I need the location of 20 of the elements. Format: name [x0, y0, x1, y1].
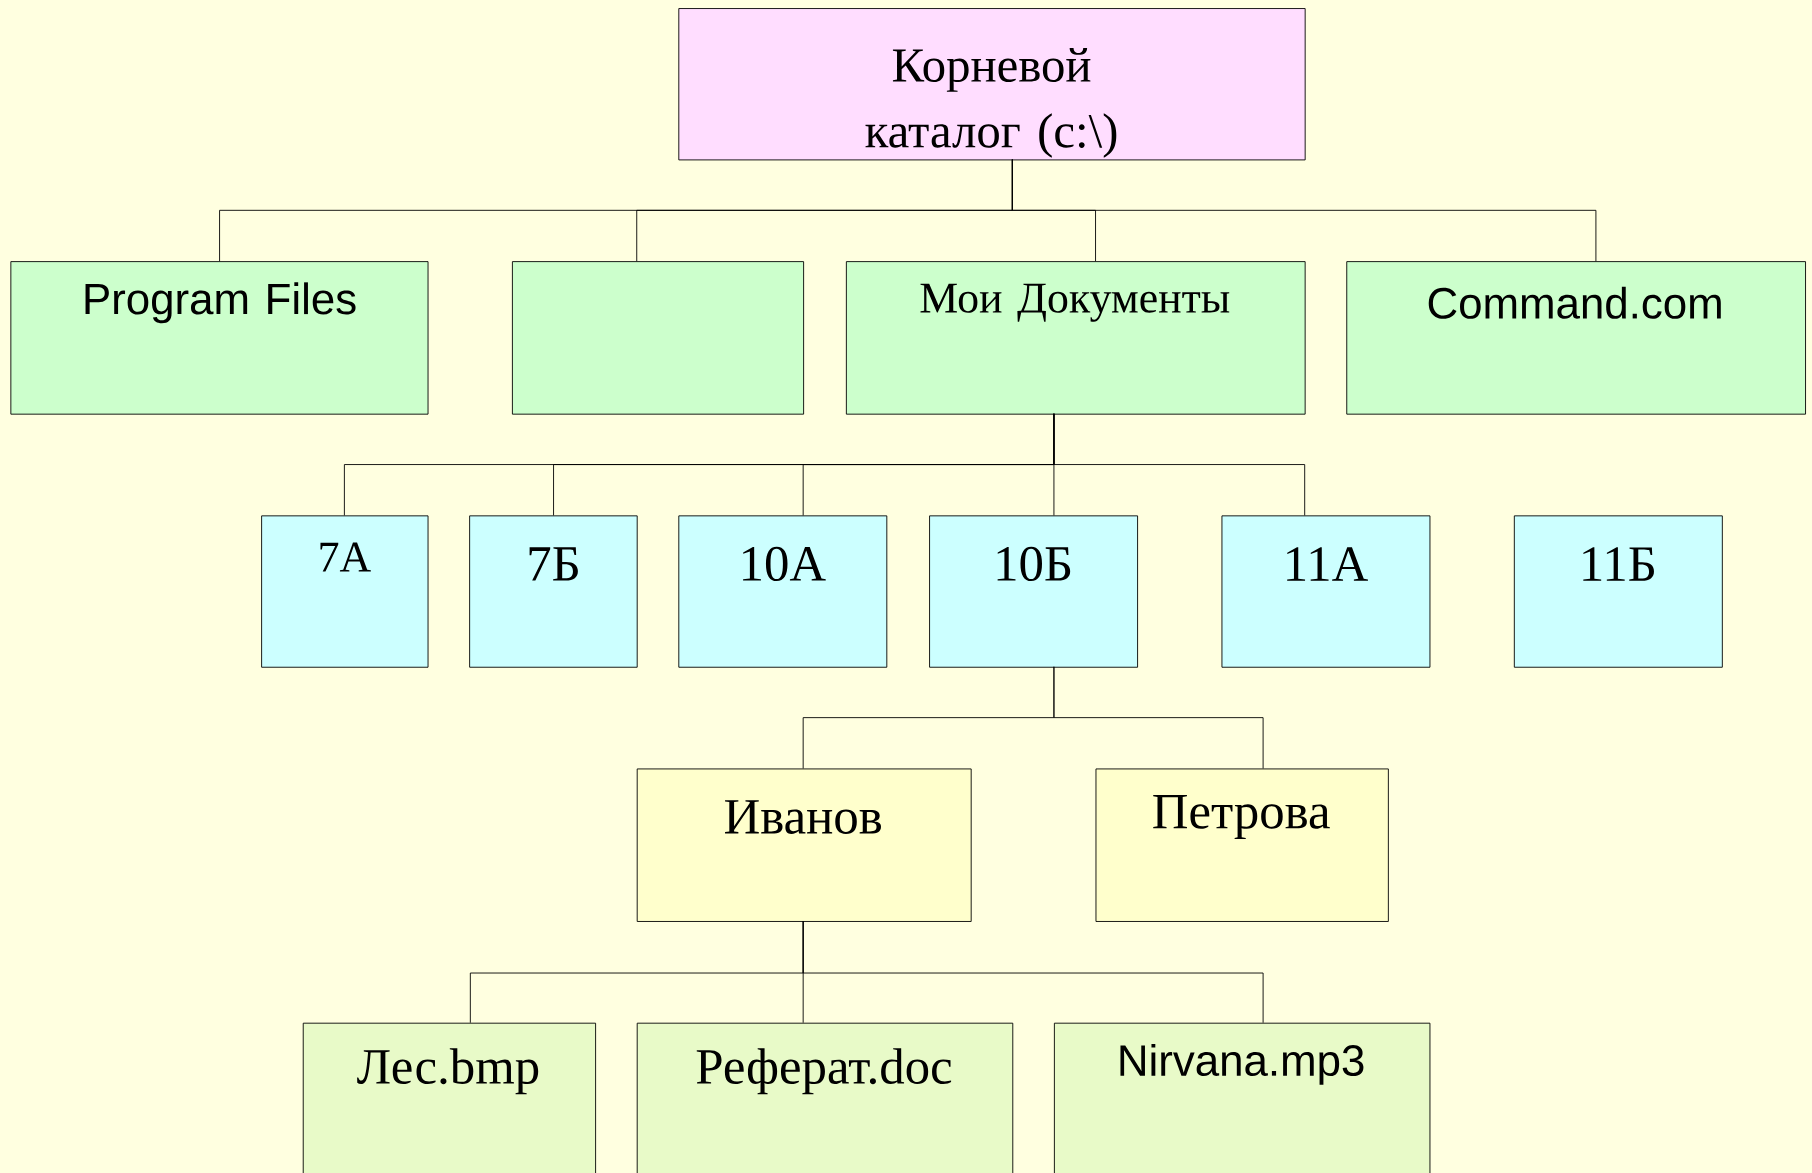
folder-box: Лес.bmp [302, 1022, 597, 1173]
connector-line [1053, 666, 1264, 769]
folder-box [511, 261, 805, 415]
folder-box: Мои Документы [845, 261, 1306, 415]
folder-box: 7Б [469, 515, 638, 668]
folder-box: Корневой каталог (c:\) [678, 8, 1306, 161]
folder-box: Program Files [10, 261, 429, 415]
folder-box: 11А [1221, 515, 1431, 668]
folder-box: Реферат.doc [636, 1022, 1014, 1173]
folder-box: 7А [261, 515, 429, 668]
folder-box: 10Б [929, 515, 1139, 668]
folder-box: Nirvana.mp3 [1053, 1022, 1431, 1173]
connector-line [1011, 159, 1597, 262]
folder-box: Петрова [1095, 768, 1389, 922]
connector-line [802, 920, 1264, 1024]
folder-box: 10А [678, 515, 888, 668]
folder-box: Иванов [636, 768, 972, 922]
folder-box: 11Б [1513, 515, 1723, 668]
folder-box: Command.com [1346, 261, 1806, 415]
connector-line [1053, 413, 1306, 516]
